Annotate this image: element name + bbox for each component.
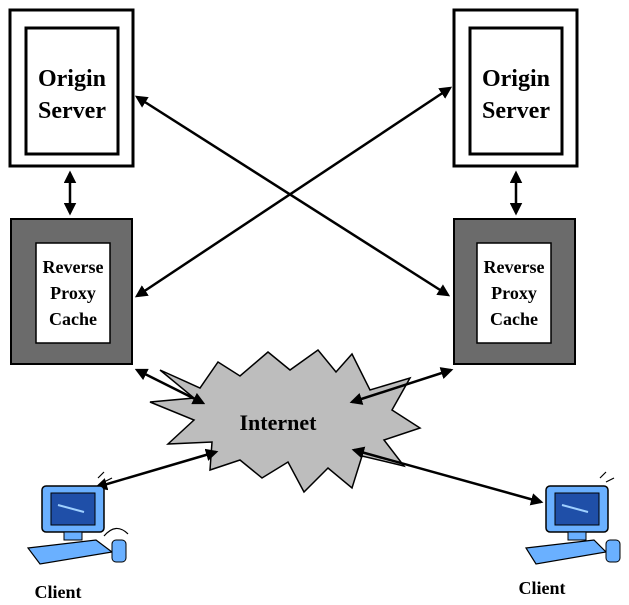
proxy-left-line2: Proxy <box>50 283 96 303</box>
origin-server-left: Origin Server <box>8 8 135 168</box>
internet-cloud: Internet <box>149 348 422 494</box>
proxy-right-line2: Proxy <box>491 283 537 303</box>
proxy-left-line3: Cache <box>49 309 97 329</box>
arrow-origin-right-proxy-left <box>134 86 453 298</box>
client-right-label: Client <box>519 578 566 598</box>
origin-server-right-line2: Server <box>482 98 550 124</box>
client-computer-right-icon <box>524 471 621 565</box>
client-computer-left-icon <box>26 471 129 565</box>
origin-server-right: Origin Server <box>452 8 579 168</box>
arrow-proxy-left-internet <box>134 368 206 405</box>
arrow-client-right-internet <box>351 446 544 506</box>
proxy-right-line3: Cache <box>490 309 538 329</box>
origin-server-left-line1: Origin <box>38 66 106 92</box>
reverse-proxy-cache-left: Reverse Proxy Cache <box>10 218 133 365</box>
arrow-proxy-right-internet <box>349 367 454 405</box>
internet-label: Internet <box>240 410 318 435</box>
connections <box>63 86 544 506</box>
arrow-client-left-internet <box>94 448 219 491</box>
reverse-proxy-cache-right: Reverse Proxy Cache <box>453 218 576 365</box>
origin-server-left-line2: Server <box>38 98 106 124</box>
client-left-label: Client <box>35 582 82 602</box>
proxy-left-line1: Reverse <box>43 257 104 277</box>
proxy-right-line1: Reverse <box>484 257 545 277</box>
origin-server-right-line1: Origin <box>482 66 550 92</box>
